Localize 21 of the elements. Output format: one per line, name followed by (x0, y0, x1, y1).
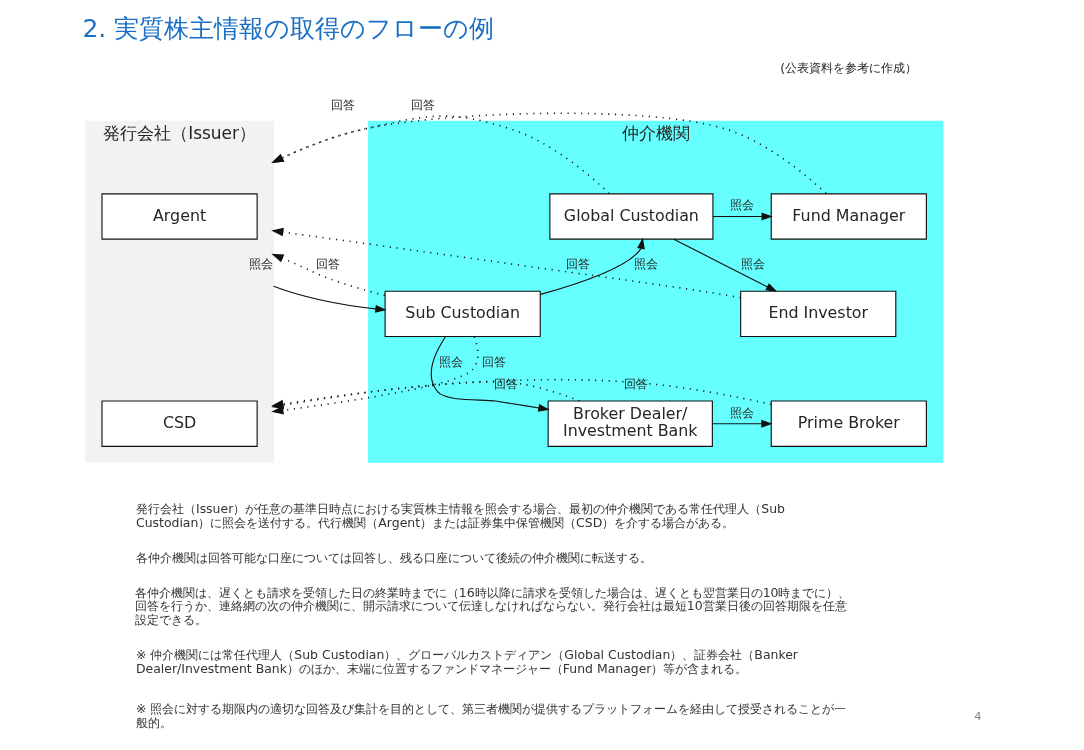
edge-label: 回答 (493, 376, 518, 392)
label: 4 (973, 708, 981, 723)
label: 発行会社（Issuer）が任意の基準日時点における実質株主情報を照会する場合、最初の仲介機関である常任代理人（Sub Custodian）に照会を送付する。代行機関（Argent）または証券集中保管機関（CSD）を介する場合がある。 (135, 500, 785, 530)
edge-label: 照会 (248, 256, 273, 272)
edge-label: 回答 (315, 256, 340, 272)
edge-label: 照会 (633, 256, 658, 272)
edge-label: 回答 (481, 353, 506, 369)
label: 各仲介機関は回答可能な口座については回答し、残る口座について後続の仲介機関に転送する。 (135, 549, 652, 565)
label: (公表資料を参考に作成） (779, 60, 917, 76)
edge-label: 回答 (410, 96, 435, 112)
edge-label: 回答 (330, 96, 355, 112)
diagram-title: 2. 実質株主情報の取得のフローの例 (81, 14, 494, 44)
edge-label: 回答 (623, 376, 648, 392)
edge-label: 照会 (740, 256, 765, 272)
edge-label: 照会 (438, 353, 463, 369)
label: ※ 仲介機関には常任代理人（Sub Custodian）、グローバルカストディアン（Global Custodian）、証券会社（Banker Dealer/Investment Bank）のほか、末端に位置するファンドマネージャー（Fund Manager）等が含まれる。 (135, 647, 798, 676)
label: 各仲介機関は、遅くとも請求を受領した日の終業時までに（16時以降に請求を受領した場合は、遅くとも翌営業日の10時までに）、回答を行うか、連絡網の次の仲介機関に、開示請求について伝達しなければならない。発行会社は最短10営業日後の回答期限を任意設定できる。 (134, 584, 850, 627)
edge-label: 回答 (565, 256, 590, 272)
edge-label: 照会 (729, 404, 754, 420)
edge-label: 照会 (729, 197, 754, 213)
label: ※ 照会に対する期限内の適切な回答及び集計を目的として、第三者機関が提供するプラットフォームを経由して授受されることが一般的。 (135, 701, 846, 730)
